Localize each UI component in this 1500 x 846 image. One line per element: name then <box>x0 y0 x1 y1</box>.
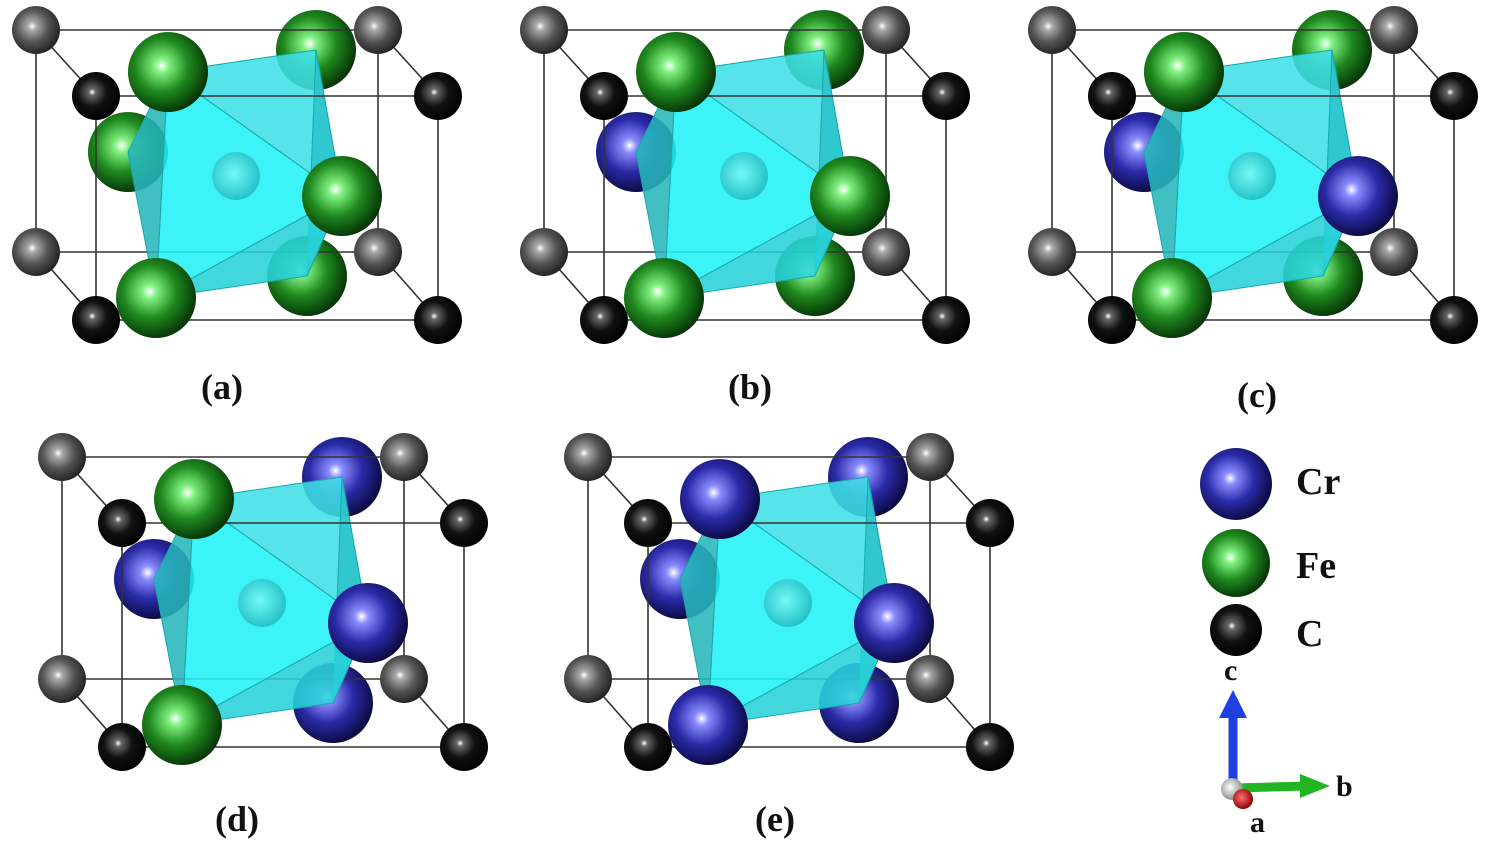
atom-corner-c-front <box>414 72 462 120</box>
atom-corner-c-back <box>564 433 612 481</box>
axis-label-a: a <box>1250 806 1265 839</box>
atom-corner-c-front <box>72 72 120 120</box>
octahedron <box>127 49 344 299</box>
atom-corner-c-back <box>354 6 402 54</box>
atom-site-bottom-left-fe <box>624 258 704 338</box>
axis-label-b: b <box>1336 770 1353 803</box>
axis-a-sphere <box>1233 789 1253 809</box>
atom-corner-c-back <box>12 6 60 54</box>
atom-corner-c-front <box>922 296 970 344</box>
atom-corner-c-back <box>1028 228 1076 276</box>
legend-swatch-c <box>1210 604 1262 656</box>
atom-site-right-cr <box>854 583 934 663</box>
atom-corner-c-back <box>1370 6 1418 54</box>
atom-site-top-left-fe <box>1144 32 1224 112</box>
atom-corner-c-front <box>580 72 628 120</box>
octahedron <box>679 476 896 726</box>
atom-corner-c-back <box>564 655 612 703</box>
atom-site-bottom-left-fe <box>1132 258 1212 338</box>
atom-corner-c-back <box>380 655 428 703</box>
atom-site-bottom-left-fe <box>142 685 222 765</box>
legend-swatch-cr <box>1200 448 1272 520</box>
octahedron-face-bottom <box>663 194 852 299</box>
structure-panel-d <box>38 433 488 771</box>
atom-corner-c-back <box>1370 228 1418 276</box>
atom-corner-c-front <box>440 723 488 771</box>
atom-corner-c-back <box>906 655 954 703</box>
octahedron-face-bottom <box>707 621 896 726</box>
atom-corner-c-front <box>966 723 1014 771</box>
atom-corner-c-front <box>1088 296 1136 344</box>
atom-center-c <box>720 152 768 200</box>
structure-panel-b <box>520 6 970 344</box>
atom-corner-c-front <box>72 296 120 344</box>
legend-item-fe: Fe <box>1200 532 1360 602</box>
atom-site-top-left-cr <box>680 459 760 539</box>
atom-site-top-left-fe <box>128 32 208 112</box>
atom-corner-c-front <box>1430 72 1478 120</box>
atom-site-top-left-fe <box>154 459 234 539</box>
atom-corner-c-back <box>38 433 86 481</box>
atom-corner-c-front <box>1088 72 1136 120</box>
atom-corner-c-back <box>354 228 402 276</box>
panel-label-e: (e) <box>755 799 795 839</box>
atom-corner-c-front <box>966 499 1014 547</box>
atom-corner-c-back <box>520 6 568 54</box>
legend-label-fe: Fe <box>1296 545 1337 587</box>
atom-center-c <box>1228 152 1276 200</box>
atom-corner-c-back <box>380 433 428 481</box>
atom-corner-c-front <box>624 499 672 547</box>
panel-label-c: (c) <box>1237 375 1277 415</box>
atom-site-right-cr <box>1318 156 1398 236</box>
axis-label-c: c <box>1224 654 1238 687</box>
atom-corner-c-front <box>624 723 672 771</box>
atom-corner-c-front <box>98 499 146 547</box>
panel-label-a: (a) <box>201 367 243 407</box>
octahedron-face-bottom <box>155 194 344 299</box>
octahedron-face-bottom <box>1171 194 1360 299</box>
atom-corner-c-back <box>906 433 954 481</box>
atom-corner-c-front <box>1430 296 1478 344</box>
atom-corner-c-back <box>520 228 568 276</box>
structure-panel-a <box>12 6 462 344</box>
legend-label-c: C <box>1296 613 1324 655</box>
atom-corner-c-back <box>862 228 910 276</box>
octahedron-face-bottom <box>181 621 370 726</box>
axis-c-arrowhead <box>1219 690 1247 718</box>
atom-center-c <box>764 579 812 627</box>
atom-center-c <box>212 152 260 200</box>
panel-label-d: (d) <box>215 799 259 839</box>
atom-corner-c-front <box>922 72 970 120</box>
atom-center-c <box>238 579 286 627</box>
atom-corner-c-front <box>98 723 146 771</box>
structure-panel-c <box>1028 6 1478 344</box>
octahedron <box>1143 49 1360 299</box>
atom-site-right-fe <box>810 156 890 236</box>
atom-corner-c-back <box>862 6 910 54</box>
legend-item-cr: Cr <box>1200 448 1360 518</box>
atom-corner-c-back <box>12 228 60 276</box>
atom-corner-c-back <box>38 655 86 703</box>
axis-b-arrowhead <box>1300 774 1330 798</box>
atom-site-right-fe <box>302 156 382 236</box>
axes-indicator <box>1219 690 1330 809</box>
legend-item-c: C <box>1200 600 1360 670</box>
structure-panel-e <box>564 433 1014 771</box>
atom-site-bottom-left-cr <box>668 685 748 765</box>
legend-label-cr: Cr <box>1296 461 1341 503</box>
atom-site-bottom-left-fe <box>116 258 196 338</box>
atom-corner-c-front <box>414 296 462 344</box>
panel-label-b: (b) <box>728 367 772 407</box>
atom-corner-c-back <box>1028 6 1076 54</box>
atom-site-right-cr <box>328 583 408 663</box>
atom-site-top-left-fe <box>636 32 716 112</box>
axis-b-arrow <box>1234 781 1307 793</box>
atom-corner-c-front <box>440 499 488 547</box>
legend-swatch-fe <box>1202 529 1270 597</box>
atom-corner-c-front <box>580 296 628 344</box>
